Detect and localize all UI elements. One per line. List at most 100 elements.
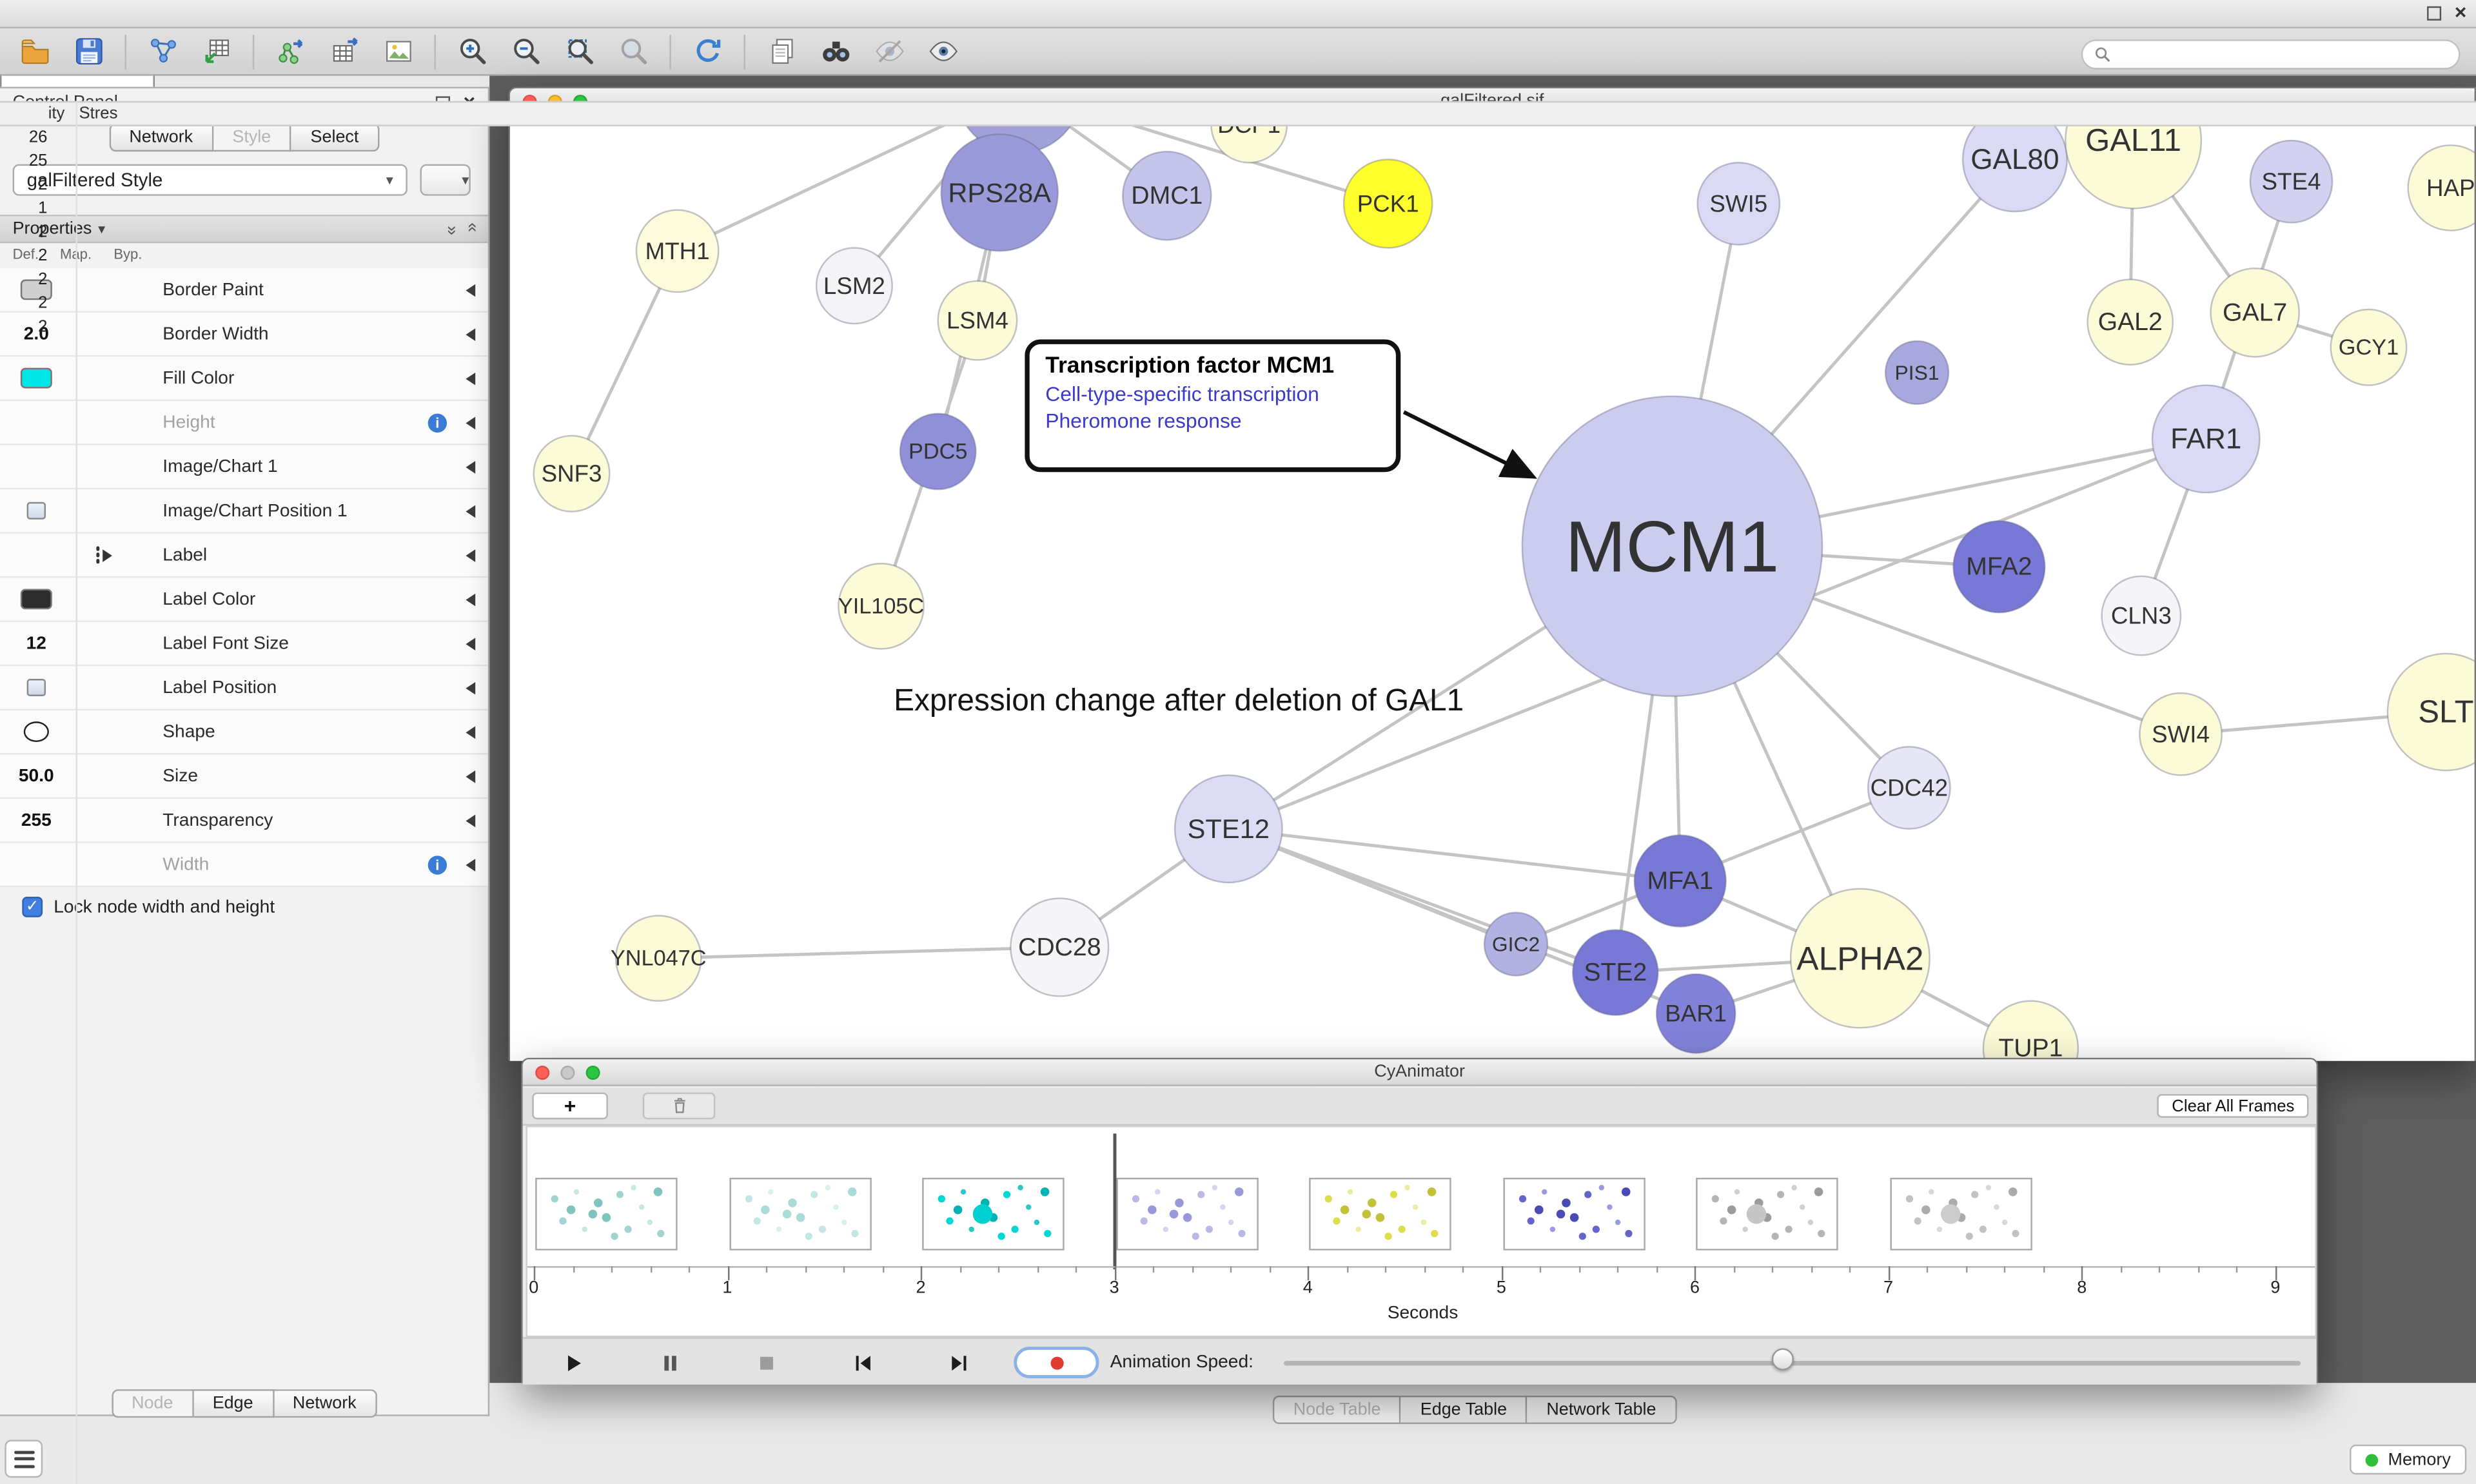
play-button[interactable] (532, 1347, 614, 1378)
expand-row-icon[interactable] (466, 769, 476, 783)
position-widget-icon[interactable] (26, 502, 46, 520)
table-cell-value[interactable]: 26 (28, 128, 48, 147)
column-header[interactable]: ity (48, 104, 65, 124)
edge[interactable] (570, 250, 679, 474)
style-target-tab-edge[interactable]: Edge (193, 1389, 274, 1418)
column-header[interactable]: Stres (79, 104, 118, 124)
node-CLN3[interactable]: CLN3 (2101, 575, 2182, 656)
import-table-icon[interactable] (191, 30, 241, 73)
default-value-cell[interactable] (0, 721, 73, 743)
position-widget-icon[interactable] (26, 679, 46, 697)
node-GAL7[interactable]: GAL7 (2210, 268, 2300, 358)
annotation-arrow[interactable] (1402, 410, 1538, 479)
panel-tab-edge-table[interactable]: Edge Table (1401, 1395, 1528, 1424)
record-button[interactable] (1014, 1346, 1099, 1378)
panel-tab-node-table[interactable]: Node Table (1272, 1395, 1402, 1424)
cyanimator-titlebar[interactable]: CyAnimator (522, 1059, 2317, 1086)
export-table-icon[interactable] (319, 30, 369, 73)
show-all-icon[interactable] (918, 30, 968, 73)
expand-row-icon[interactable] (466, 858, 476, 871)
annotation-link[interactable]: Pheromone response (1045, 409, 1242, 433)
frame-thumbnail-1[interactable] (729, 1177, 871, 1251)
style-target-tab-node[interactable]: Node (111, 1389, 194, 1418)
default-value-cell[interactable] (0, 279, 73, 300)
frame-thumbnail-0[interactable] (535, 1177, 678, 1251)
copy-icon[interactable] (756, 30, 807, 73)
node-BAR1[interactable]: BAR1 (1655, 973, 1736, 1054)
export-image-icon[interactable] (373, 30, 423, 73)
node-CDC28[interactable]: CDC28 (1010, 897, 1110, 997)
add-frame-button[interactable]: + (532, 1092, 608, 1120)
node-LSM2[interactable]: LSM2 (815, 247, 893, 325)
color-swatch[interactable] (20, 589, 52, 610)
style-property-row[interactable]: Label Position (0, 666, 488, 711)
table-cell-value[interactable]: 2 (38, 175, 48, 195)
collapse-all-icon[interactable]: » (462, 226, 482, 233)
style-selector[interactable]: galFiltered Style ▾ (12, 164, 408, 196)
frame-thumbnail-3[interactable] (1115, 1177, 1258, 1251)
frame-thumbnail-2[interactable] (922, 1177, 1065, 1251)
node-GAL2[interactable]: GAL2 (2087, 278, 2174, 366)
default-value-cell[interactable]: 255 (0, 811, 73, 830)
node-STE2[interactable]: STE2 (1571, 929, 1659, 1016)
style-property-row[interactable]: Label (0, 533, 488, 578)
style-property-row[interactable]: Fill Color (0, 356, 488, 402)
node-RPS28A[interactable]: RPS28A (940, 133, 1059, 252)
tab-select[interactable]: Select (291, 123, 380, 152)
zoom-in-icon[interactable] (447, 30, 497, 73)
node-SWI4[interactable]: SWI4 (2139, 692, 2223, 776)
default-value-cell[interactable] (0, 679, 73, 697)
expand-row-icon[interactable] (466, 371, 476, 385)
lock-size-row[interactable]: ✓ Lock node width and height (22, 897, 275, 917)
default-value-cell[interactable] (0, 367, 73, 389)
table-cell-value[interactable]: 2 (38, 246, 48, 266)
node-PDC5[interactable]: PDC5 (899, 413, 977, 491)
default-value-cell[interactable]: 2.0 (0, 324, 73, 343)
search-field[interactable] (2081, 39, 2461, 70)
expand-row-icon[interactable] (466, 814, 476, 827)
node-MTH1[interactable]: MTH1 (635, 209, 720, 293)
search-input[interactable] (2119, 44, 2448, 64)
node-SLT[interactable]: SLT (2386, 652, 2475, 772)
skip-end-button[interactable] (918, 1347, 999, 1378)
expand-row-icon[interactable] (466, 592, 476, 606)
node-YIL105C[interactable]: YIL105C (838, 563, 925, 650)
passthrough-mapping-icon[interactable] (95, 546, 113, 563)
panel-tab-network-table[interactable]: Network Table (1527, 1395, 1677, 1424)
annotation-link[interactable]: Cell-type-specific transcription (1045, 382, 1319, 406)
ui-settings-button[interactable] (5, 1440, 43, 1478)
frame-thumbnail-5[interactable] (1502, 1177, 1646, 1251)
node-MFA2[interactable]: MFA2 (1952, 520, 2046, 614)
node-GAL80[interactable]: GAL80 (1961, 115, 2068, 213)
export-network-icon[interactable] (265, 30, 315, 73)
table-cell-value[interactable]: 2 (38, 222, 48, 242)
properties-header[interactable]: Properties ▾ » » (0, 215, 488, 244)
node-STE4[interactable]: STE4 (2249, 139, 2334, 224)
annotation-box[interactable]: Transcription factor MCM1 Cell-type-spec… (1025, 339, 1401, 473)
node-FAR1[interactable]: FAR1 (2151, 384, 2261, 494)
table-cell-value[interactable]: 2 (38, 293, 48, 313)
style-target-tab-network[interactable]: Network (273, 1389, 377, 1418)
import-network-icon[interactable] (137, 30, 188, 73)
pause-button[interactable] (629, 1347, 711, 1378)
node-CDC42[interactable]: CDC42 (1867, 746, 1951, 830)
node-YNL047C[interactable]: YNL047C (611, 915, 707, 1002)
node-TUP1[interactable]: TUP1 (1982, 1000, 2079, 1061)
find-neighbors-icon[interactable] (810, 30, 860, 73)
table-cell-value[interactable]: 2 (38, 317, 48, 337)
table-cell-value[interactable]: 25 (28, 151, 48, 171)
table-cell-value[interactable]: 1 (38, 199, 48, 218)
node-DMC1[interactable]: DMC1 (1122, 150, 1212, 241)
edge[interactable] (1019, 115, 1389, 206)
lock-size-checkbox[interactable]: ✓ (22, 897, 43, 917)
tab-style[interactable]: Style (213, 123, 292, 152)
color-swatch[interactable] (20, 367, 52, 389)
node-PCK1[interactable]: PCK1 (1342, 159, 1433, 249)
default-value-cell[interactable]: 50.0 (0, 766, 73, 785)
node-PIS1[interactable]: PIS1 (1884, 340, 1950, 405)
